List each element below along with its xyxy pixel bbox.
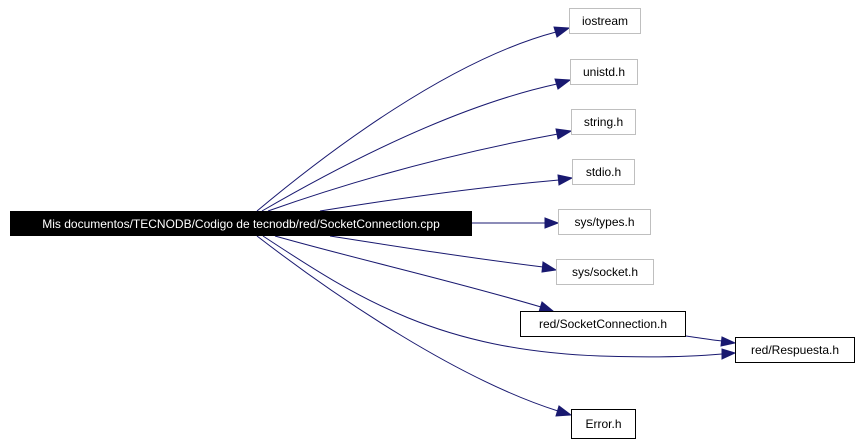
node-sys-socket[interactable]: sys/socket.h bbox=[556, 259, 654, 285]
node-unistd[interactable]: unistd.h bbox=[570, 59, 638, 85]
node-socketconnection-h[interactable]: red/SocketConnection.h bbox=[520, 311, 686, 337]
arrowhead bbox=[555, 405, 573, 417]
edge-root-unistd bbox=[261, 83, 558, 212]
arrowhead bbox=[721, 348, 737, 360]
edge-root-respuesta bbox=[262, 235, 723, 358]
edge-root-error bbox=[256, 235, 559, 412]
node-sys-types[interactable]: sys/types.h bbox=[558, 209, 651, 235]
edge-root-iostream bbox=[256, 31, 557, 212]
arrowhead bbox=[541, 261, 558, 273]
arrowhead bbox=[544, 217, 560, 229]
arrowhead bbox=[720, 336, 737, 347]
arrowhead bbox=[553, 26, 571, 38]
edge-socketconn-respuesta bbox=[685, 335, 723, 342]
node-stdio[interactable]: stdio.h bbox=[572, 159, 635, 185]
root-node: Mis documentos/TECNODB/Codigo de tecnodb… bbox=[10, 211, 472, 236]
arrowhead bbox=[555, 128, 573, 140]
arrowhead bbox=[554, 78, 572, 90]
edge-root-stdio bbox=[319, 179, 560, 212]
edge-root-string bbox=[267, 133, 559, 212]
node-error-h[interactable]: Error.h bbox=[571, 409, 636, 439]
arrowhead bbox=[557, 174, 574, 186]
edge-root-socketconn bbox=[274, 235, 542, 308]
node-iostream[interactable]: iostream bbox=[569, 8, 641, 34]
node-string[interactable]: string.h bbox=[571, 109, 636, 135]
node-respuesta-h[interactable]: red/Respuesta.h bbox=[735, 337, 855, 363]
edge-root-socket bbox=[329, 235, 544, 268]
